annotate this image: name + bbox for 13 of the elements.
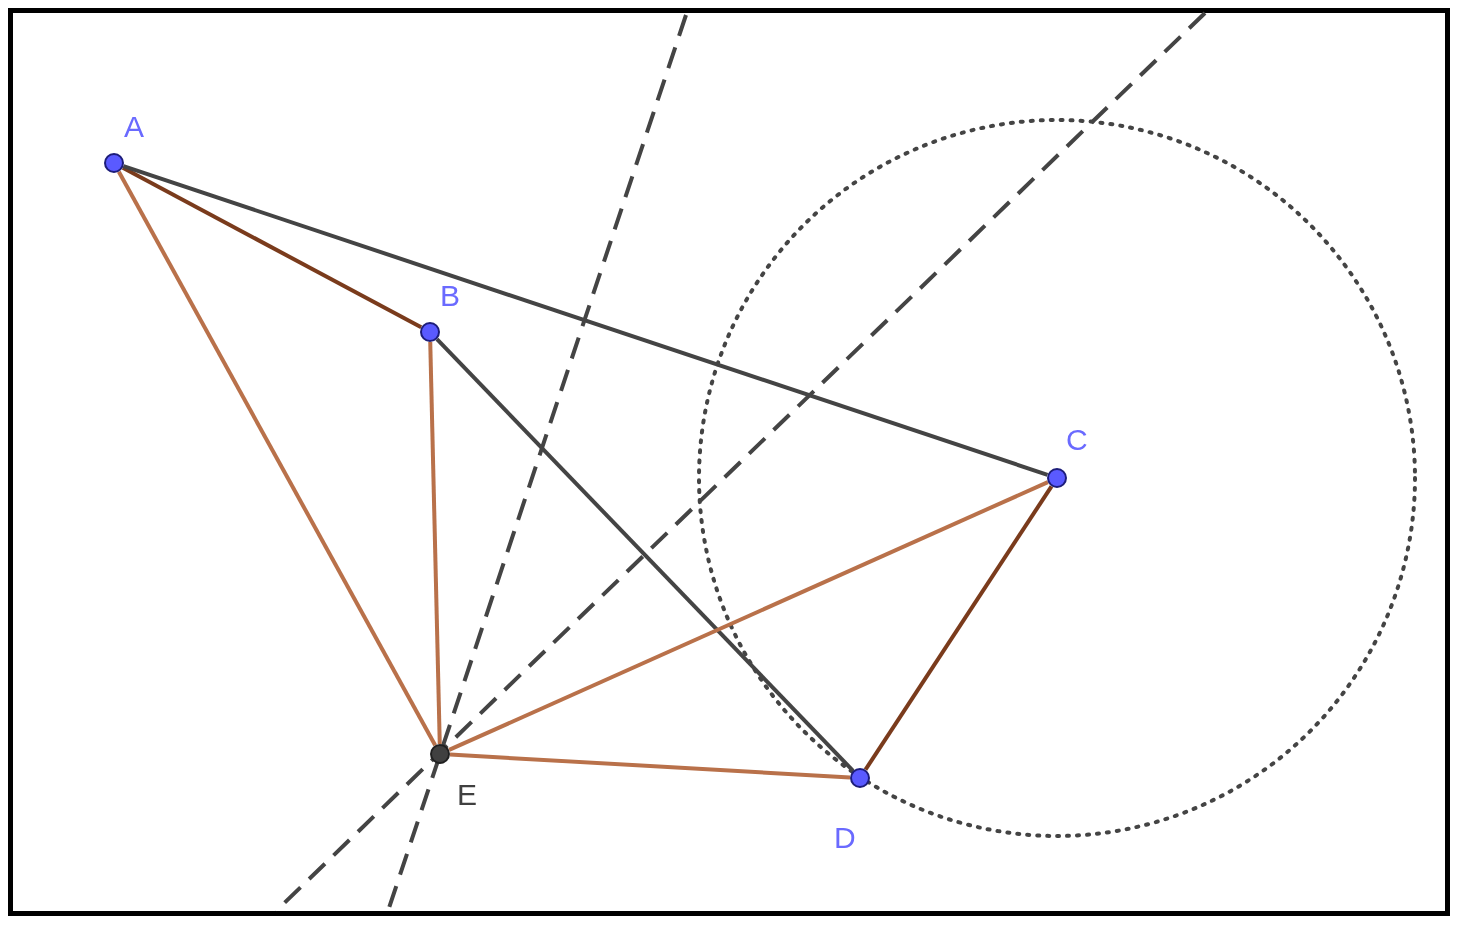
point-label: B xyxy=(440,279,460,313)
line-segment xyxy=(863,485,1054,771)
line-segment xyxy=(449,752,851,780)
point-label: E xyxy=(457,778,477,812)
point-label: D xyxy=(834,821,856,855)
line-segment xyxy=(122,164,1049,477)
point-label: C xyxy=(1066,423,1088,457)
line-segment xyxy=(435,337,855,773)
line-segment xyxy=(121,165,423,330)
line-segment xyxy=(428,341,442,745)
line-segment xyxy=(117,170,437,747)
line-segment xyxy=(448,480,1049,752)
point-label: A xyxy=(124,110,144,144)
